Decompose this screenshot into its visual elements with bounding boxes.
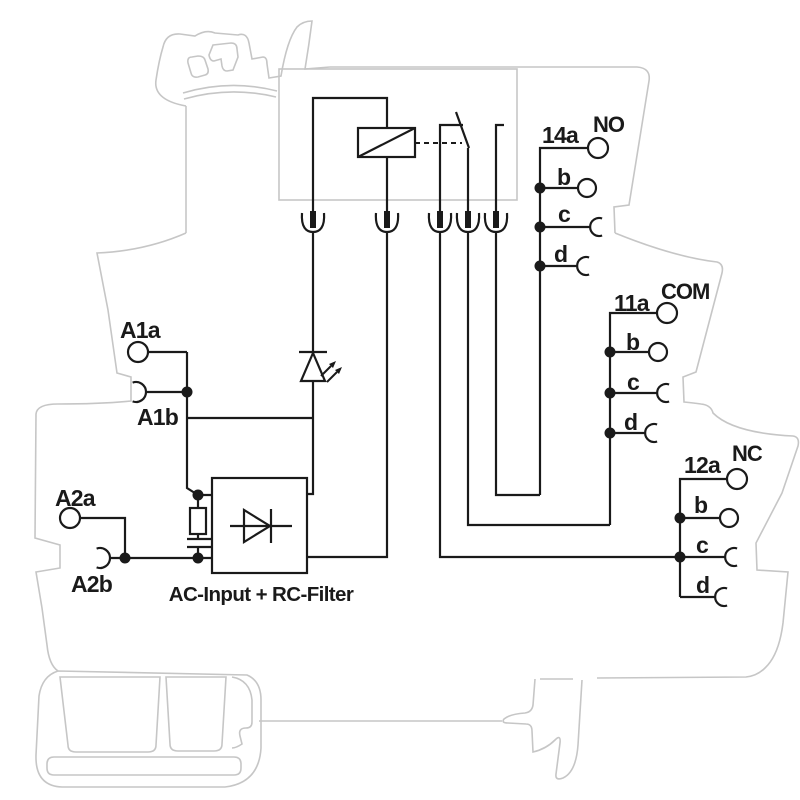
foot-slot (46, 756, 242, 776)
terminal-11b (647, 341, 669, 363)
plug-connectors (300, 211, 509, 234)
label-14c: c (558, 201, 571, 227)
wire-coil-loop (311, 96, 389, 211)
relay-coil-diagonal (357, 127, 416, 158)
foot-cutout-1 (59, 676, 161, 753)
mounting-foot (35, 670, 262, 788)
housing-right-profile (596, 232, 800, 679)
label-11b: b (626, 329, 640, 355)
wire-com-feed (466, 232, 610, 527)
label-12b: b (694, 492, 708, 518)
diode-icon (230, 508, 292, 544)
release-lever-hole (187, 55, 209, 78)
terminal-12c (724, 546, 738, 568)
terminal-11d (644, 422, 658, 444)
housing-top-edge (330, 66, 651, 234)
terminal-12b (718, 507, 740, 529)
plug-pin-nc (437, 211, 443, 228)
label-a2b: A2b (71, 571, 113, 597)
junction-dot (534, 260, 546, 272)
bus-no-group (538, 146, 590, 495)
plug-pin-coil-1 (310, 211, 316, 228)
plug-pin-no (493, 211, 499, 228)
label-a1b: A1b (137, 404, 179, 430)
foot-cutout-2 (165, 676, 227, 752)
wire-coil2-to-bridge (307, 232, 389, 559)
wire-led (307, 232, 315, 496)
led-arrow-head-2 (335, 367, 342, 374)
junction-dot (604, 427, 616, 439)
junction-dot (534, 221, 546, 233)
circuit: A1a A1b A2a A2b 14a NO b c d 11a COM b c… (55, 96, 764, 608)
label-11c: c (627, 369, 640, 395)
relay-compartment-outline (278, 68, 518, 201)
label-11a: 11a (614, 290, 650, 316)
wire-no-feed (494, 232, 540, 497)
plug-socket-coil-1 (300, 212, 326, 234)
led-arrows-icon (320, 361, 342, 383)
label-no: NO (593, 112, 625, 137)
terminal-14a (586, 136, 610, 160)
terminal-12d (714, 586, 728, 608)
release-lever-detail (208, 42, 239, 72)
label-12a: 12a (684, 452, 721, 478)
terminal-11c (656, 382, 670, 404)
junction-dots (119, 182, 686, 564)
release-lever-arcs (182, 84, 278, 100)
label-com: COM (661, 279, 709, 304)
terminal-14c (589, 216, 603, 238)
junction-dot (534, 182, 546, 194)
led-arrow-shaft-2 (326, 371, 338, 383)
label-filter: AC-Input + RC-Filter (169, 583, 354, 606)
terminal-a1a (126, 340, 150, 364)
bus-com-group (608, 311, 657, 525)
terminal-a1b (132, 380, 148, 404)
label-12d: d (696, 572, 709, 598)
label-14d: d (554, 241, 567, 267)
terminal-14b (576, 177, 598, 199)
led-arrow-shaft-1 (320, 365, 332, 377)
junction-dot (192, 489, 204, 501)
terminal-12a (725, 467, 749, 491)
terminal-14d (576, 255, 590, 277)
bridge-rectifier-box (210, 476, 309, 575)
plug-pin-com (465, 211, 471, 228)
resistor (188, 506, 208, 536)
release-lever (155, 20, 331, 107)
labels: A1a A1b A2a A2b 14a NO b c d 11a COM b c… (55, 112, 764, 606)
housing-outline (34, 20, 800, 788)
housing-left-profile (34, 232, 187, 672)
junction-dot (181, 386, 193, 398)
junction-dot (119, 552, 131, 564)
led-arrow-head-1 (329, 361, 336, 368)
junction-dot (604, 346, 616, 358)
plug-pin-coil-2 (384, 211, 390, 228)
label-a1a: A1a (120, 317, 161, 343)
label-nc: NC (732, 441, 763, 466)
terminal-11a (655, 301, 679, 325)
junction-dot (674, 551, 686, 563)
junction-dot (604, 387, 616, 399)
junction-dot (192, 552, 204, 564)
terminal-a2a (58, 506, 82, 530)
label-12c: c (696, 532, 709, 558)
relay-contact (438, 111, 504, 211)
terminal-a2b (96, 546, 112, 570)
capacitor (187, 537, 211, 549)
junction-dot (674, 512, 686, 524)
label-a2a: A2a (55, 485, 96, 511)
wire-nc-feed (438, 232, 680, 559)
din-clip (502, 678, 583, 780)
led-icon (299, 350, 327, 383)
label-11d: d (624, 409, 637, 435)
foot-hook-detail (231, 676, 253, 749)
wire-rc-branch (196, 493, 212, 558)
label-14b: b (557, 164, 571, 190)
bus-nc-group (678, 477, 727, 599)
label-14a: 14a (542, 122, 579, 148)
